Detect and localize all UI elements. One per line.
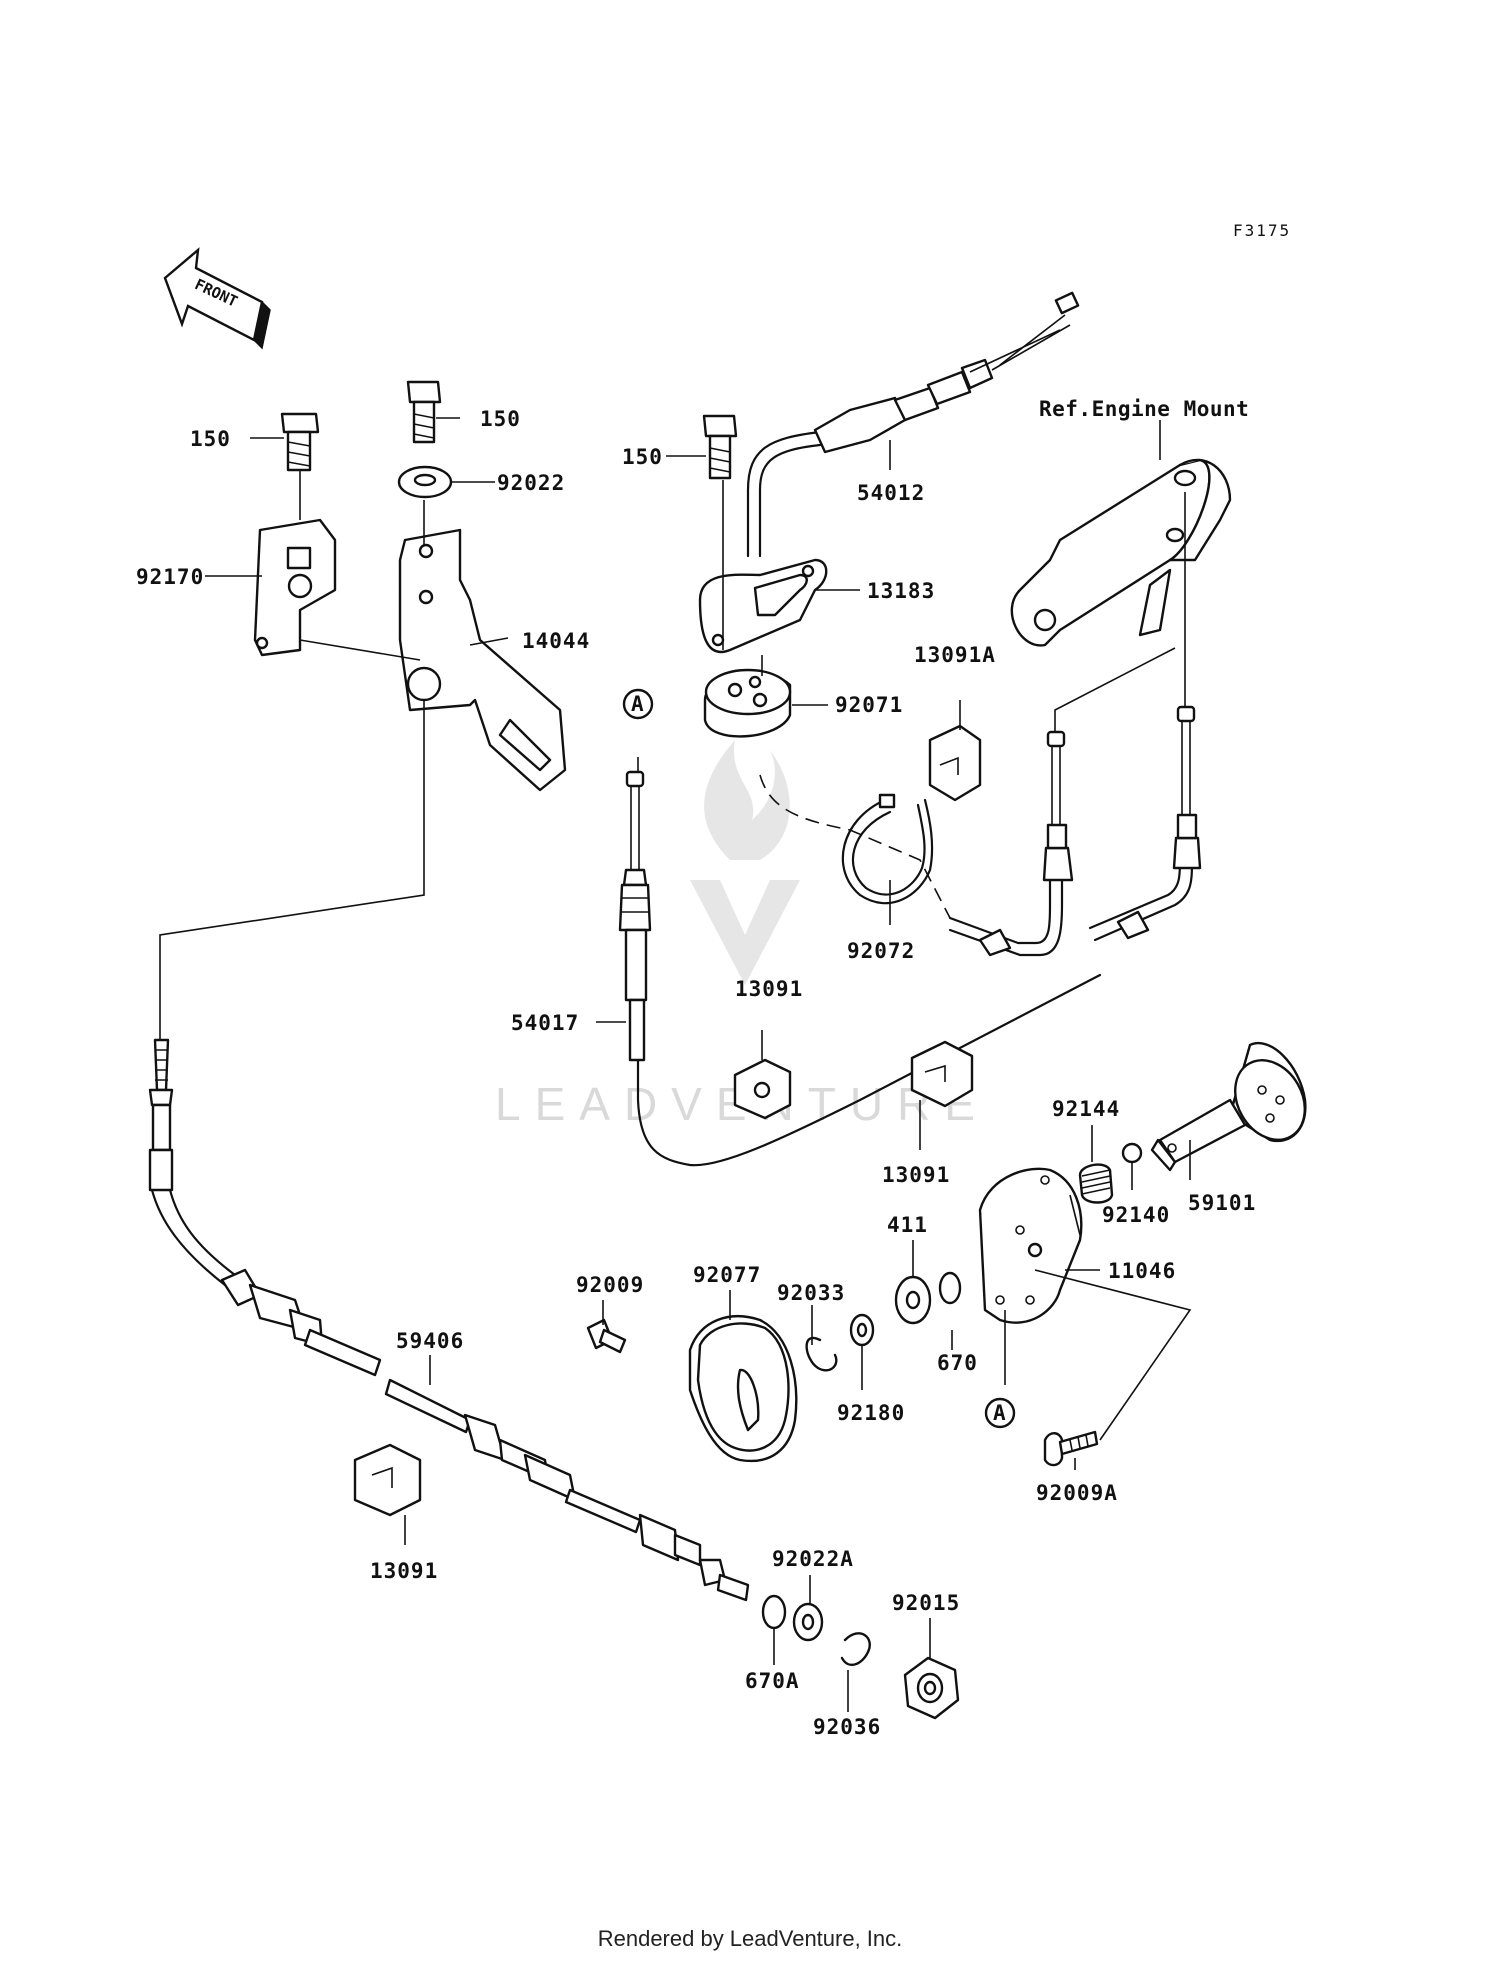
label-54017: 54017 (511, 1011, 579, 1035)
label-92015: 92015 (892, 1591, 960, 1615)
label-13183: 13183 (867, 579, 935, 603)
label-13091-lower: 13091 (370, 1559, 438, 1583)
gasket-13183-icon (698, 558, 828, 654)
label-150-center: 150 (480, 407, 521, 431)
clip-13091A-icon (928, 724, 982, 802)
clip-92036-icon (840, 1632, 871, 1666)
label-59406: 59406 (396, 1329, 464, 1353)
part-labels: 150 150 150 92022 92170 14044 54012 1318… (136, 407, 1256, 1739)
label-13091-center: 13091 (735, 977, 803, 1001)
label-13091A: 13091A (914, 643, 996, 667)
bolt-150-left-icon (280, 412, 320, 472)
label-59101: 59101 (1188, 1191, 1256, 1215)
label-92036: 92036 (813, 1715, 881, 1739)
label-13091-right: 13091 (882, 1163, 950, 1187)
label-11046: 11046 (1108, 1259, 1176, 1283)
screw-92009-icon (586, 1318, 627, 1354)
clip-13091-right-icon (910, 1040, 974, 1108)
footer-credit: Rendered by LeadVenture, Inc. (597, 1926, 903, 1951)
label-92071: 92071 (835, 693, 903, 717)
label-92009A: 92009A (1036, 1481, 1118, 1505)
circlip-92033-icon (805, 1336, 838, 1372)
washer-92180-icon (849, 1313, 875, 1347)
shaft-59101-icon (1150, 1042, 1307, 1172)
dashed-guide-line (759, 774, 951, 919)
label-150-left: 150 (190, 427, 231, 451)
label-92072: 92072 (847, 939, 915, 963)
front-arrow-icon: FRONT (163, 247, 271, 350)
connector-a-top: A (622, 688, 654, 720)
figure-code: F3175 (1233, 221, 1291, 240)
ball-92140-icon (1121, 1142, 1143, 1164)
engine-mount-bracket-icon (1010, 458, 1232, 647)
cable-54012-icon (746, 291, 1080, 558)
label-92033: 92033 (777, 1281, 845, 1305)
bracket-92170-icon (253, 518, 337, 657)
label-150-right: 150 (622, 445, 663, 469)
knob-92077-icon (688, 1315, 798, 1463)
washer-92022A-icon (792, 1602, 824, 1642)
o-ring-670-icon (938, 1271, 962, 1305)
label-670: 670 (937, 1351, 978, 1375)
leader-lines (159, 417, 1192, 1712)
o-ring-670A-icon (761, 1594, 787, 1630)
connector-a-top-label: A (631, 692, 644, 716)
label-92144: 92144 (1052, 1097, 1120, 1121)
label-54012: 54012 (857, 481, 925, 505)
plate-11046-icon (978, 1167, 1083, 1324)
label-92180: 92180 (837, 1401, 905, 1425)
spring-92144-icon (1078, 1163, 1114, 1204)
label-670A: 670A (745, 1669, 800, 1693)
cable-59406-icon (148, 1038, 750, 1602)
label-92022: 92022 (497, 471, 565, 495)
bracket-14044-icon (398, 528, 567, 792)
label-92022A: 92022A (772, 1547, 854, 1571)
cable-assembly-right-icon (948, 705, 1202, 957)
washer-92022-icon (397, 465, 453, 499)
bolt-150-right-icon (702, 414, 738, 480)
label-14044: 14044 (522, 629, 590, 653)
cable-54017-icon (618, 770, 1102, 1167)
label-92077: 92077 (693, 1263, 761, 1287)
connector-a-bottom-label: A (993, 1401, 1006, 1425)
grommet-92071-icon (703, 668, 792, 738)
clip-13091-lower-icon (353, 1443, 422, 1517)
connector-a-bottom: A (984, 1397, 1016, 1429)
clip-13091-center-icon (733, 1058, 792, 1120)
bolt-150-center-icon (406, 380, 442, 444)
zip-tie-92072-icon (841, 793, 934, 905)
screw-92009A-icon (1043, 1430, 1099, 1467)
label-411: 411 (887, 1213, 928, 1237)
nut-92015-icon (903, 1656, 960, 1720)
washer-411-icon (894, 1275, 932, 1325)
label-92009: 92009 (576, 1273, 644, 1297)
reference-label: Ref.Engine Mount (1039, 397, 1249, 421)
label-92170: 92170 (136, 565, 204, 589)
label-92140: 92140 (1102, 1203, 1170, 1227)
